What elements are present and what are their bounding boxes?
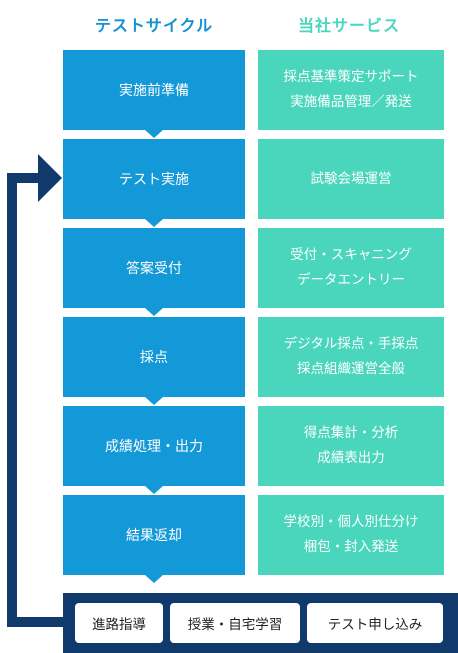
service-line: 実施備品管理／発送	[290, 94, 412, 110]
service-result-return: 学校別・個人別仕分け 梱包・封入発送	[258, 495, 444, 575]
step-label: 結果返却	[126, 528, 182, 544]
bottom-bar: 進路指導 授業・自宅学習 テスト申し込み	[63, 593, 458, 653]
service-line: 採点基準策定サポート	[283, 69, 419, 85]
step-scoring: 採点	[63, 317, 245, 405]
step-preparation: 実施前準備	[63, 50, 245, 138]
step-label: 実施前準備	[119, 83, 189, 99]
pill-class-home-study: 授業・自宅学習	[170, 603, 300, 643]
step-test-execution: テスト実施	[63, 139, 245, 227]
step-label: 答案受付	[126, 261, 182, 277]
step-label: テスト実施	[119, 172, 189, 188]
service-preparation: 採点基準策定サポート 実施備品管理／発送	[258, 50, 444, 130]
service-line: 試験会場運営	[310, 170, 392, 187]
service-line: 得点集計・分析	[303, 425, 399, 441]
service-grade-processing: 得点集計・分析 成績表出力	[258, 406, 444, 486]
step-answer-reception: 答案受付	[63, 228, 245, 316]
service-line: 梱包・封入発送	[303, 539, 399, 555]
pill-test-application: テスト申し込み	[307, 603, 443, 643]
service-line: データエントリー	[297, 272, 405, 288]
service-scoring: デジタル採点・手採点 採点組織運営全般	[258, 317, 444, 397]
service-line: 受付・スキャニング	[290, 247, 412, 263]
header-our-services: 当社サービス	[297, 16, 400, 35]
step-label: 採点	[140, 350, 168, 366]
step-grade-processing: 成績処理・出力	[63, 406, 245, 494]
service-line: 採点組織運営全般	[297, 361, 405, 377]
service-line: 学校別・個人別仕分け	[283, 514, 419, 530]
step-label: 成績処理・出力	[105, 439, 203, 455]
service-answer-reception: 受付・スキャニング データエントリー	[258, 228, 444, 308]
loop-arrow-icon	[7, 154, 63, 627]
service-test-execution: 試験会場運営	[258, 139, 444, 219]
step-result-return: 結果返却	[63, 495, 245, 583]
pill-career-guidance: 進路指導	[75, 603, 163, 643]
service-line: 成績表出力	[317, 450, 385, 466]
service-line: デジタル採点・手採点	[283, 336, 419, 352]
header-test-cycle: テストサイクル	[94, 16, 214, 35]
